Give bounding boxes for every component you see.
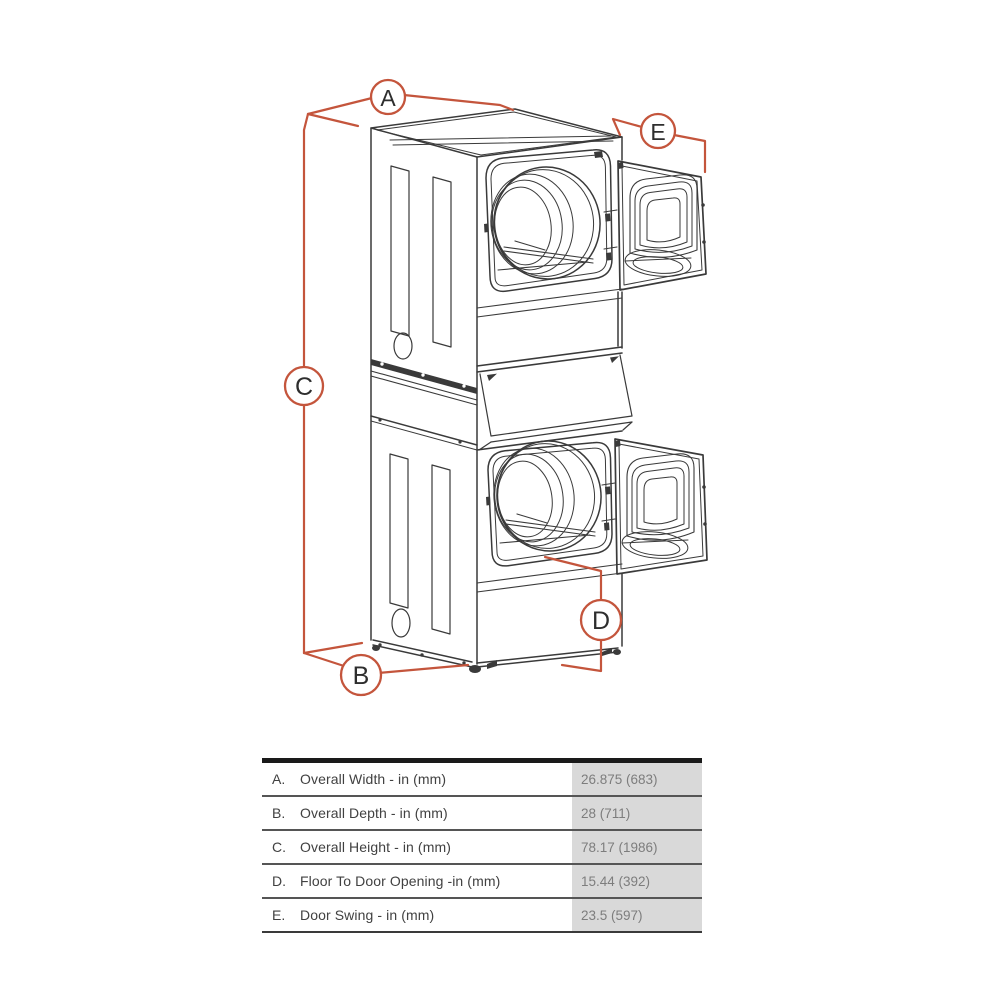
drum-lifter-bar bbox=[497, 240, 594, 271]
door-window-basin bbox=[624, 249, 692, 277]
table-row: A. Overall Width - in (mm) 26.875 (683) bbox=[262, 763, 702, 797]
stack-joint-front bbox=[476, 346, 633, 451]
spec-value: 23.5 (597) bbox=[572, 899, 702, 931]
dim-e-line-right bbox=[672, 133, 707, 174]
foot bbox=[613, 649, 621, 655]
spec-table-body: A. Overall Width - in (mm) 26.875 (683) … bbox=[262, 763, 702, 933]
hinge bbox=[605, 213, 611, 222]
door-window-basin bbox=[621, 531, 689, 559]
dim-label-d: D bbox=[579, 598, 623, 642]
dim-d-line-bottom bbox=[560, 637, 603, 673]
upper-front-face bbox=[476, 149, 623, 318]
dim-letter-c: C bbox=[295, 373, 313, 401]
dim-c-line bbox=[302, 112, 310, 655]
door-striker bbox=[484, 223, 489, 233]
spec-letter: C. bbox=[272, 839, 286, 855]
table-row: C. Overall Height - in (mm) 78.17 (1986) bbox=[262, 831, 702, 865]
spec-letter: D. bbox=[272, 873, 286, 889]
dimension-labels: A E C B D bbox=[283, 78, 677, 697]
upper-door-open bbox=[617, 160, 707, 291]
door-striker bbox=[486, 496, 491, 506]
dim-b-line-right bbox=[376, 663, 470, 675]
dim-letter-d: D bbox=[592, 607, 610, 635]
hinge bbox=[605, 486, 611, 495]
dimension-lines bbox=[302, 93, 707, 675]
hinge bbox=[604, 522, 610, 531]
lower-drum bbox=[493, 440, 602, 552]
lower-front-face bbox=[476, 440, 623, 593]
dim-label-b: B bbox=[339, 653, 383, 697]
spec-value: 15.44 (392) bbox=[572, 865, 702, 897]
table-row: B. Overall Depth - in (mm) 28 (711) bbox=[262, 797, 702, 831]
upper-side-panel bbox=[390, 165, 452, 360]
dim-a-leader-left bbox=[306, 112, 360, 128]
table-row: E. Door Swing - in (mm) 23.5 (597) bbox=[262, 899, 702, 933]
dim-label-c: C bbox=[283, 365, 325, 407]
upper-drum bbox=[490, 166, 601, 280]
spec-value: 26.875 (683) bbox=[572, 763, 702, 795]
front-right-edge bbox=[617, 136, 623, 647]
dim-letter-b: B bbox=[353, 662, 370, 690]
dim-a-line-right bbox=[402, 93, 515, 112]
foot bbox=[602, 648, 612, 656]
dim-b-line-left bbox=[302, 651, 346, 668]
table-row: D. Floor To Door Opening -in (mm) 15.44 … bbox=[262, 865, 702, 899]
lower-door-open bbox=[614, 438, 708, 575]
dim-a-line-left bbox=[306, 96, 374, 116]
hinge bbox=[606, 252, 612, 261]
cabinet-line-art bbox=[370, 108, 708, 673]
lower-vent-hole bbox=[391, 608, 411, 638]
drum-lifter-bar bbox=[499, 513, 596, 544]
dim-label-e: E bbox=[639, 112, 677, 150]
lower-side-panel bbox=[389, 453, 451, 638]
foot bbox=[487, 660, 497, 669]
spec-letter: B. bbox=[272, 805, 286, 821]
table-top-border bbox=[262, 758, 702, 763]
stack-joint-side bbox=[370, 359, 478, 451]
base-frame bbox=[372, 639, 621, 673]
dim-letter-e: E bbox=[650, 119, 665, 145]
spec-table: A. Overall Width - in (mm) 26.875 (683) … bbox=[262, 758, 702, 933]
spec-letter: A. bbox=[272, 771, 286, 787]
dim-d-line-top bbox=[543, 555, 603, 603]
spec-label: Floor To Door Opening -in (mm) bbox=[300, 873, 501, 889]
spec-label: Overall Depth - in (mm) bbox=[300, 805, 448, 821]
dim-letter-a: A bbox=[380, 85, 396, 111]
foot bbox=[372, 645, 380, 651]
spec-label: Door Swing - in (mm) bbox=[300, 907, 435, 923]
spec-label: Overall Width - in (mm) bbox=[300, 771, 447, 787]
upper-vent-hole bbox=[393, 332, 413, 360]
spec-value: 28 (711) bbox=[572, 797, 702, 829]
dim-c-leader-bottom bbox=[302, 641, 364, 655]
spec-value: 78.17 (1986) bbox=[572, 831, 702, 863]
spec-label: Overall Height - in (mm) bbox=[300, 839, 451, 855]
dim-label-a: A bbox=[369, 78, 407, 116]
dim-e-line-left bbox=[611, 117, 644, 137]
foot bbox=[469, 665, 481, 673]
spec-letter: E. bbox=[272, 907, 286, 923]
